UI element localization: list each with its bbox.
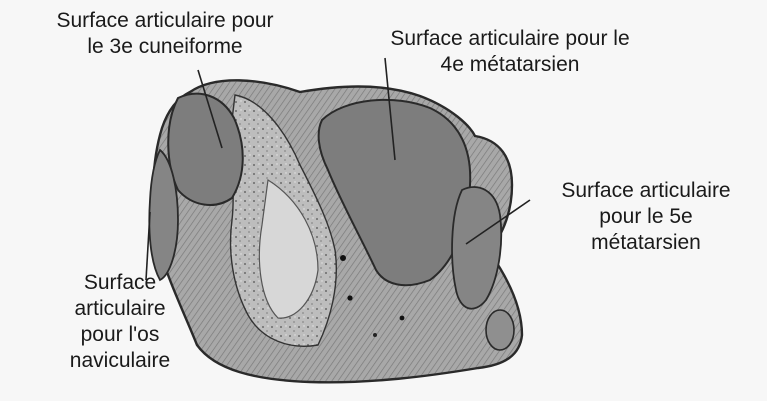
label-naviculaire: Surface articulaire pour l'os naviculair… bbox=[40, 270, 200, 374]
foramen-dot bbox=[373, 333, 377, 337]
label-metatarsien4-line2: 4e métatarsien bbox=[340, 52, 680, 78]
label-metatarsien5: Surface articulaire pour le 5e métatarsi… bbox=[530, 178, 762, 256]
label-metatarsien5-line3: métatarsien bbox=[530, 230, 762, 256]
label-metatarsien5-line2: pour le 5e bbox=[530, 204, 762, 230]
label-metatarsien4-line1: Surface articulaire pour le bbox=[340, 26, 680, 52]
label-naviculaire-line3: pour l'os bbox=[40, 322, 200, 348]
label-naviculaire-line2: articulaire bbox=[40, 296, 200, 322]
label-naviculaire-line1: Surface bbox=[40, 270, 200, 296]
small-facet bbox=[486, 310, 514, 350]
label-cuneiforme: Surface articulaire pour le 3e cuneiform… bbox=[4, 8, 326, 60]
label-metatarsien4: Surface articulaire pour le 4e métatarsi… bbox=[340, 26, 680, 78]
foramen-dot bbox=[400, 316, 405, 321]
foramen-dot bbox=[347, 295, 352, 300]
label-naviculaire-line4: naviculaire bbox=[40, 348, 200, 374]
label-cuneiforme-line2: le 3e cuneiforme bbox=[4, 34, 326, 60]
label-metatarsien5-line1: Surface articulaire bbox=[530, 178, 762, 204]
label-cuneiforme-line1: Surface articulaire pour bbox=[4, 8, 326, 34]
foramen-dot bbox=[340, 255, 346, 261]
